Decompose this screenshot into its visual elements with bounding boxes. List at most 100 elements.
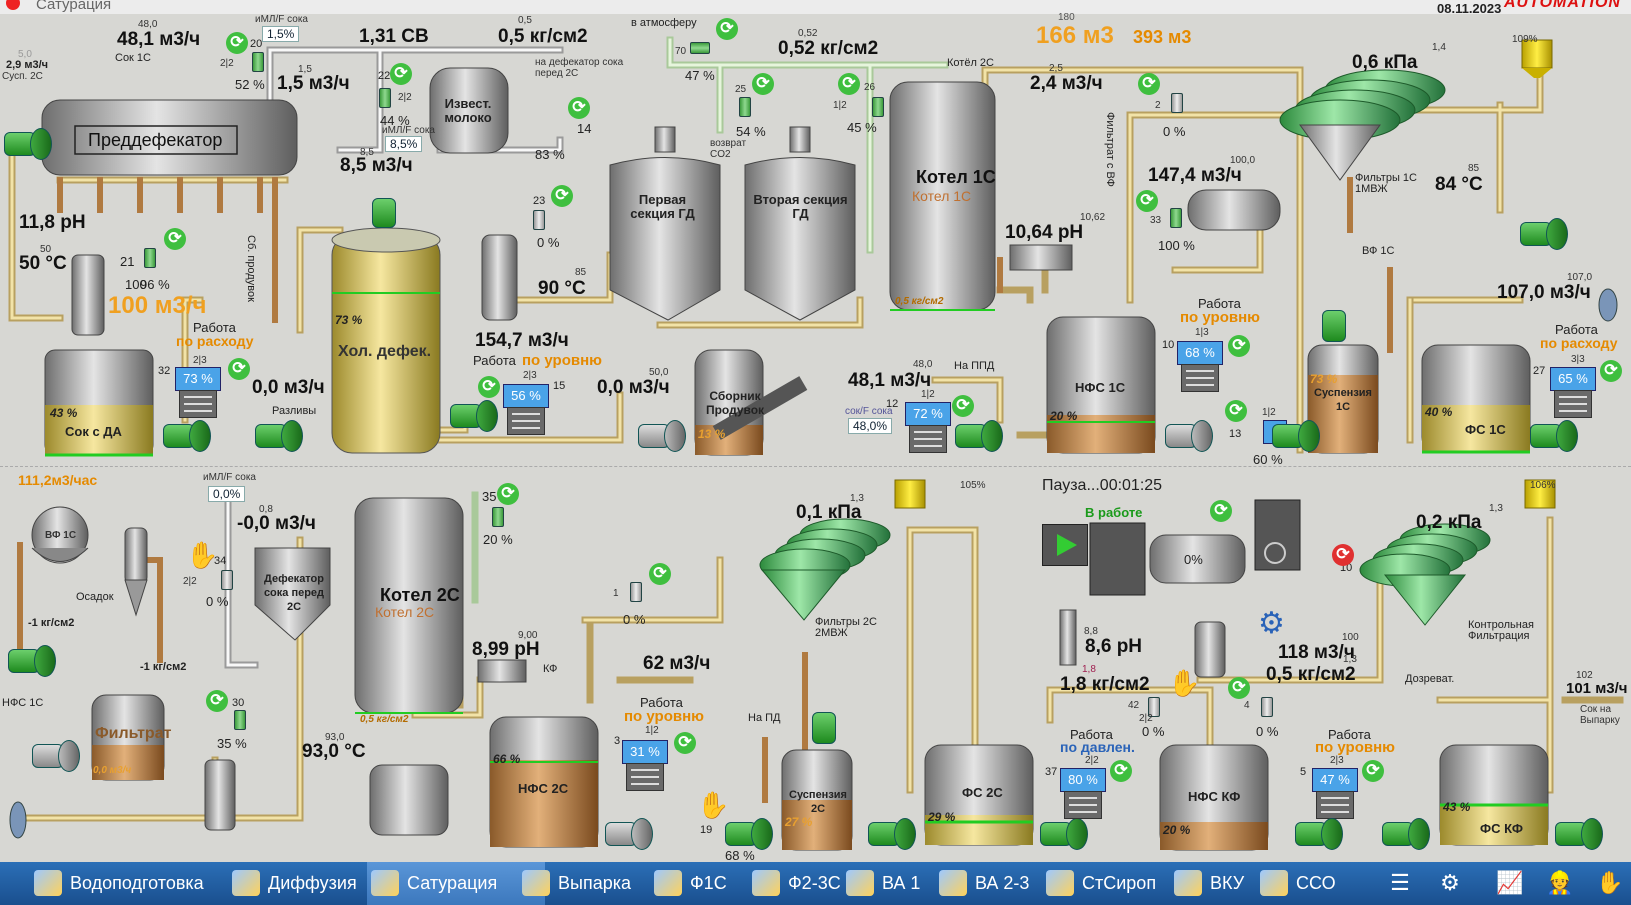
manual-mode-icon[interactable]: ✋ xyxy=(1168,668,1201,698)
valve-23[interactable] xyxy=(527,210,549,230)
valve-21[interactable] xyxy=(138,248,160,268)
manual-mode-icon[interactable]: ✋ xyxy=(186,540,219,570)
engineer-icon[interactable]: 👷 xyxy=(1546,870,1574,895)
auto-loop-icon[interactable]: ⟳ xyxy=(568,97,590,119)
tab-sso[interactable]: ССО xyxy=(1256,862,1336,905)
pump-nfs2c[interactable] xyxy=(605,818,653,850)
auto-loop-icon[interactable]: ⟳ xyxy=(478,376,500,398)
tab-f2-3c[interactable]: Ф2-3С xyxy=(748,862,841,905)
auto-loop-icon[interactable]: ⟳ xyxy=(674,732,696,754)
auto-loop-icon[interactable]: ⟳ xyxy=(497,483,519,505)
pump-19[interactable] xyxy=(725,818,773,850)
pump-sbornik[interactable] xyxy=(638,420,686,452)
auto-loop-icon[interactable]: ⟳ xyxy=(1110,760,1132,782)
hand-icon[interactable]: ✋ xyxy=(1596,870,1624,895)
agitator-hol-defek[interactable] xyxy=(368,198,398,228)
pump-filters2c[interactable] xyxy=(868,818,916,850)
valve-2[interactable] xyxy=(1165,93,1187,113)
auto-loop-icon[interactable]: ⟳ xyxy=(1362,760,1384,782)
tab-vku[interactable]: ВКУ xyxy=(1170,862,1244,905)
auto-loop-icon[interactable]: ⟳ xyxy=(390,63,412,85)
tab-vodopodgotovka[interactable]: Водоподготовка xyxy=(30,862,204,905)
pump-spills[interactable] xyxy=(255,420,303,452)
controller-10[interactable]: 68 % xyxy=(1177,341,1223,393)
auto-loop-icon[interactable]: ⟳ xyxy=(228,358,250,380)
valve-4[interactable] xyxy=(1255,697,1277,717)
auto-loop-icon[interactable]: ⟳ xyxy=(1600,360,1622,382)
pump-kotel1c[interactable] xyxy=(955,420,1003,452)
tab-f1c[interactable]: Ф1С xyxy=(650,862,727,905)
close-icon[interactable] xyxy=(6,0,20,10)
valve-1b[interactable] xyxy=(624,582,646,602)
vacuum-apparatus-icon xyxy=(846,870,874,896)
alarm-loop-icon[interactable]: ⟳ xyxy=(1332,544,1354,566)
auto-loop-icon[interactable]: ⟳ xyxy=(952,395,974,417)
pump-filters1c[interactable] xyxy=(1520,218,1568,250)
auto-loop-icon[interactable]: ⟳ xyxy=(838,73,860,95)
auto-loop-icon[interactable]: ⟳ xyxy=(1210,500,1232,522)
pump-filtrat[interactable] xyxy=(32,740,80,772)
valve-70[interactable] xyxy=(688,38,710,56)
controller-15[interactable]: 56 % xyxy=(503,384,549,436)
agitator-susp2c[interactable] xyxy=(808,712,838,744)
valve-33[interactable] xyxy=(1164,208,1186,228)
auto-loop-icon[interactable]: ⟳ xyxy=(1228,335,1250,357)
auto-loop-icon[interactable]: ⟳ xyxy=(226,32,248,54)
pump-vf1c[interactable] xyxy=(8,645,56,677)
trend-chart-icon[interactable]: 📈 xyxy=(1496,870,1524,895)
tab-va2-3[interactable]: ВА 2-3 xyxy=(935,862,1029,905)
start-button[interactable] xyxy=(1042,524,1088,566)
auto-loop-icon[interactable]: ⟳ xyxy=(164,228,186,250)
manual-mode-icon[interactable]: ✋ xyxy=(697,790,730,820)
auto-loop-icon[interactable]: ⟳ xyxy=(1228,677,1250,699)
auto-loop-icon[interactable]: ⟳ xyxy=(551,185,573,207)
agitator-susp1c[interactable] xyxy=(1318,310,1348,342)
auto-loop-icon[interactable]: ⟳ xyxy=(1138,73,1160,95)
gear-icon[interactable]: ⚙ xyxy=(1258,607,1285,640)
controller-5[interactable]: 47 % xyxy=(1312,768,1358,820)
controller-3[interactable]: 31 % xyxy=(622,740,668,792)
tab-va1[interactable]: ВА 1 xyxy=(842,862,920,905)
auto-loop-icon[interactable]: ⟳ xyxy=(206,690,228,712)
valve-20[interactable] xyxy=(246,52,268,72)
valve-25[interactable] xyxy=(733,97,755,117)
tab-saturaciya[interactable]: Сатурация xyxy=(367,862,545,905)
pump-kontrol[interactable] xyxy=(1382,818,1430,850)
imlf-value-bottom[interactable]: 0,0% xyxy=(208,486,246,502)
controller-37[interactable]: 80 % xyxy=(1060,768,1106,820)
auto-loop-icon[interactable]: ⟳ xyxy=(1225,400,1247,422)
predefekator-label: Преддефекатор xyxy=(88,130,223,150)
tab-diffuziya[interactable]: Диффузия xyxy=(228,862,357,905)
valve-22[interactable] xyxy=(373,88,395,108)
pump-nfs1c[interactable] xyxy=(1165,420,1213,452)
pump-fs1c[interactable] xyxy=(1530,420,1578,452)
menu-icon[interactable]: ☰ xyxy=(1390,870,1410,895)
settings-icon[interactable]: ⚙ xyxy=(1440,870,1460,895)
system-date: 08.11.2023 xyxy=(1437,1,1502,16)
auto-loop-icon[interactable]: ⟳ xyxy=(649,563,671,585)
controller-27[interactable]: 65 % xyxy=(1550,367,1596,419)
auto-loop-icon[interactable]: ⟳ xyxy=(716,18,738,40)
pump-sok-da[interactable] xyxy=(163,420,211,452)
auto-loop-icon[interactable]: ⟳ xyxy=(1136,190,1158,212)
tab-vyparka[interactable]: Выпарка xyxy=(518,862,631,905)
valve-26[interactable] xyxy=(866,97,888,117)
valve-34[interactable] xyxy=(215,570,237,590)
imlf-value-1[interactable]: 1,5% xyxy=(262,26,300,42)
pump-fskf[interactable] xyxy=(1555,818,1603,850)
nfs2c-level: 66 % xyxy=(493,752,521,766)
tab-stsirop[interactable]: СтСироп xyxy=(1042,862,1156,905)
pump-fs2c[interactable] xyxy=(1040,818,1088,850)
valve-35[interactable] xyxy=(486,507,508,527)
controller-32[interactable]: 73 % xyxy=(175,367,221,419)
valve-42[interactable] xyxy=(1142,697,1164,717)
pump-nfskf[interactable] xyxy=(1295,818,1343,850)
pump-13[interactable] xyxy=(1272,420,1320,452)
pump-predefekator[interactable] xyxy=(4,128,52,160)
valve-30[interactable] xyxy=(228,710,250,730)
auto-loop-icon[interactable]: ⟳ xyxy=(752,73,774,95)
pump-hol-defek[interactable] xyxy=(450,400,498,432)
controller-12[interactable]: 72 % xyxy=(905,402,951,454)
juice-ratio-value[interactable]: 48,0% xyxy=(848,418,893,434)
imlf-value-2[interactable]: 8,5% xyxy=(385,136,423,152)
